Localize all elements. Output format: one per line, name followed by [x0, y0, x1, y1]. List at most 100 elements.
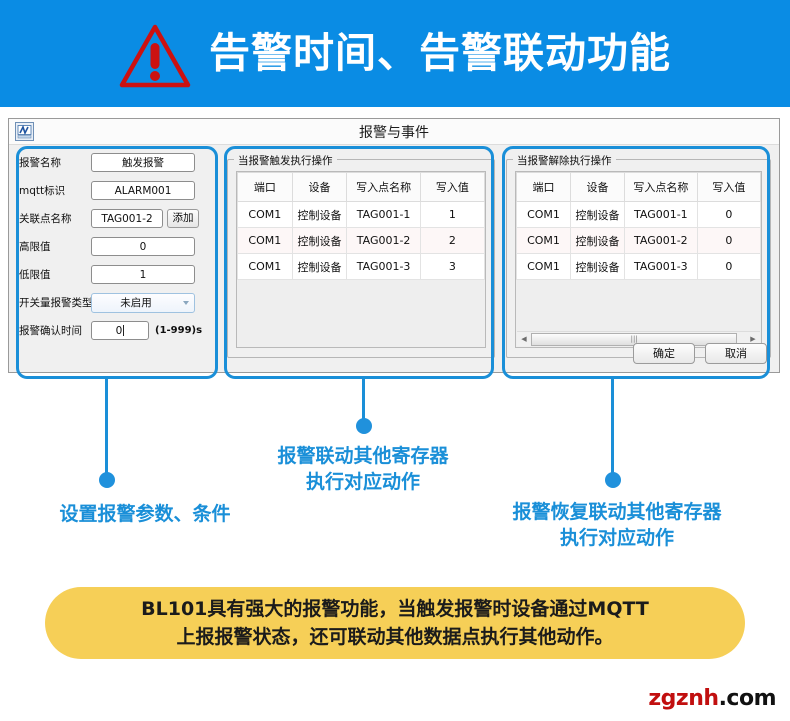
clear-col-point-name: 写入点名称: [624, 172, 698, 202]
cell-device: 控制设备: [570, 227, 626, 254]
field-low-limit: 低限值 1: [19, 261, 215, 288]
callout-text-3: 报警恢复联动其他寄存器 执行对应动作: [472, 500, 762, 551]
dialog-button-bar: 确定 取消: [633, 343, 767, 364]
cell-device: 控制设备: [570, 253, 626, 280]
chevron-down-icon: [183, 300, 189, 305]
cell-port: COM1: [516, 227, 572, 254]
callout-dot-1: [98, 472, 115, 488]
cell-device: 控制设备: [291, 201, 348, 228]
trigger-group-border: [227, 159, 495, 358]
table-row[interactable]: COM1 控制设备 TAG001-2 2: [237, 227, 485, 254]
cell-value: 3: [419, 253, 485, 280]
cell-port: COM1: [237, 201, 293, 228]
callout-dot-3: [604, 472, 621, 488]
clear-action-group: 当报警解除执行操作 端口 设备 写入点名称 写入值 COM1 控制设备 TAG0…: [506, 153, 771, 358]
label-alarm-name: 报警名称: [19, 157, 61, 169]
field-digital-alarm-type: 开关量报警类型 未启用: [19, 289, 215, 316]
watermark: zgznh.com: [648, 686, 776, 711]
trigger-col-device: 设备: [291, 172, 348, 202]
table-row[interactable]: COM1 控制设备 TAG001-2 0: [516, 227, 761, 254]
cell-value: 0: [696, 227, 761, 254]
clear-table: 端口 设备 写入点名称 写入值 COM1 控制设备 TAG001-1 0 COM…: [516, 172, 761, 280]
callout-dot-2: [355, 418, 372, 434]
scroll-right-arrow-icon[interactable]: ▶: [750, 335, 756, 343]
dialog-title: 报警与事件: [359, 125, 429, 141]
banner-title: 告警时间、告警联动功能: [209, 29, 671, 77]
label-alarm-confirm-time: 报警确认时间: [19, 325, 82, 337]
digital-alarm-type-select[interactable]: 未启用: [91, 292, 195, 313]
trigger-col-port: 端口: [237, 172, 293, 202]
cell-port: COM1: [516, 253, 572, 280]
alarm-confirm-time-input[interactable]: 0: [91, 321, 149, 340]
note-line-1: BL101具有强大的报警功能，当触发报警时设备通过MQTT: [141, 597, 649, 620]
app-icon: [15, 122, 34, 141]
field-mqtt-id: mqtt标识 ALARM001: [19, 177, 215, 204]
trigger-table-wrap[interactable]: 端口 设备 写入点名称 写入值 COM1 控制设备 TAG001-1 1 COM…: [236, 171, 486, 348]
label-digital-alarm-type: 开关量报警类型: [19, 297, 93, 309]
digital-alarm-type-value: 未启用: [120, 296, 152, 309]
trigger-group-legend: 当报警触发执行操作: [234, 153, 337, 168]
cell-port: COM1: [237, 227, 293, 254]
linked-point-name-input[interactable]: TAG001-2: [91, 209, 163, 228]
watermark-black: .com: [718, 686, 777, 711]
cell-device: 控制设备: [291, 227, 348, 254]
trigger-table-header-row: 端口 设备 写入点名称 写入值: [237, 172, 485, 202]
summary-note: BL101具有强大的报警功能，当触发报警时设备通过MQTT 上报报警状态，还可联…: [45, 587, 745, 659]
alarm-confirm-time-unit: (1-999)s: [155, 325, 203, 336]
cell-point-name: TAG001-3: [624, 253, 698, 280]
cell-point-name: TAG001-3: [346, 253, 421, 280]
mqtt-id-input[interactable]: ALARM001: [91, 181, 195, 200]
cell-value: 1: [419, 201, 485, 228]
callout-text-1: 设置报警参数、条件: [59, 503, 231, 525]
ok-button[interactable]: 确定: [633, 343, 695, 364]
callout-text-2-line1: 报警联动其他寄存器: [277, 445, 449, 467]
callout-text-2-line2: 执行对应动作: [305, 470, 420, 493]
high-limit-input[interactable]: 0: [91, 237, 195, 256]
add-button[interactable]: 添加: [167, 209, 199, 228]
clear-group-legend: 当报警解除执行操作: [513, 153, 616, 168]
table-row[interactable]: COM1 控制设备 TAG001-3 0: [516, 253, 761, 280]
callout-text-3-line1: 报警恢复联动其他寄存器: [512, 501, 722, 523]
low-limit-input[interactable]: 1: [91, 265, 195, 284]
callout-line-1: [105, 379, 108, 479]
trigger-action-group: 当报警触发执行操作 端口 设备 写入点名称 写入值 COM1 控制设备 TAG0…: [227, 153, 495, 358]
cell-point-name: TAG001-2: [346, 227, 421, 254]
field-alarm-name: 报警名称 触发报警: [19, 149, 215, 176]
alarm-name-input[interactable]: 触发报警: [91, 153, 195, 172]
label-low-limit: 低限值: [19, 269, 51, 281]
clear-col-value: 写入值: [696, 172, 761, 202]
clear-table-wrap[interactable]: 端口 设备 写入点名称 写入值 COM1 控制设备 TAG001-1 0 COM…: [515, 171, 762, 348]
table-row[interactable]: COM1 控制设备 TAG001-3 3: [237, 253, 485, 280]
label-mqtt-id: mqtt标识: [19, 185, 66, 197]
cell-value: 2: [419, 227, 485, 254]
clear-table-header-row: 端口 设备 写入点名称 写入值: [516, 172, 761, 202]
table-row[interactable]: COM1 控制设备 TAG001-1 1: [237, 201, 485, 228]
alarm-parameters-form: 报警名称 触发报警 mqtt标识 ALARM001 关联点名称 TAG001-2…: [19, 149, 215, 367]
warning-triangle-icon: [119, 24, 191, 87]
cell-device: 控制设备: [291, 253, 348, 280]
alarm-and-event-dialog: 报警与事件 报警名称 触发报警 mqtt标识 ALARM001 关联点名称 TA…: [8, 118, 780, 373]
cell-port: COM1: [516, 201, 572, 228]
callout-line-2: [362, 379, 365, 425]
field-linked-point-name: 关联点名称 TAG001-2 添加: [19, 205, 215, 232]
trigger-table: 端口 设备 写入点名称 写入值 COM1 控制设备 TAG001-1 1 COM…: [237, 172, 485, 280]
label-linked-point-name: 关联点名称: [19, 213, 72, 225]
trigger-col-point-name: 写入点名称: [346, 172, 421, 202]
cell-value: 0: [696, 201, 761, 228]
clear-col-device: 设备: [570, 172, 626, 202]
cell-point-name: TAG001-1: [346, 201, 421, 228]
alarm-confirm-time-value: 0: [115, 325, 123, 337]
watermark-red: zgznh: [648, 686, 719, 711]
cancel-button[interactable]: 取消: [705, 343, 767, 364]
callout-text-3-line2: 执行对应动作: [559, 526, 674, 549]
table-row[interactable]: COM1 控制设备 TAG001-1 0: [516, 201, 761, 228]
callout-line-3: [611, 379, 614, 479]
trigger-col-value: 写入值: [419, 172, 485, 202]
clear-col-port: 端口: [516, 172, 572, 202]
cell-device: 控制设备: [570, 201, 626, 228]
cell-point-name: TAG001-1: [624, 201, 698, 228]
horizontal-scrollbar[interactable]: ◀ ||| ▶: [517, 331, 760, 346]
dialog-titlebar: 报警与事件: [9, 119, 779, 145]
scroll-left-arrow-icon[interactable]: ◀: [521, 335, 527, 343]
text-cursor: [123, 325, 125, 336]
